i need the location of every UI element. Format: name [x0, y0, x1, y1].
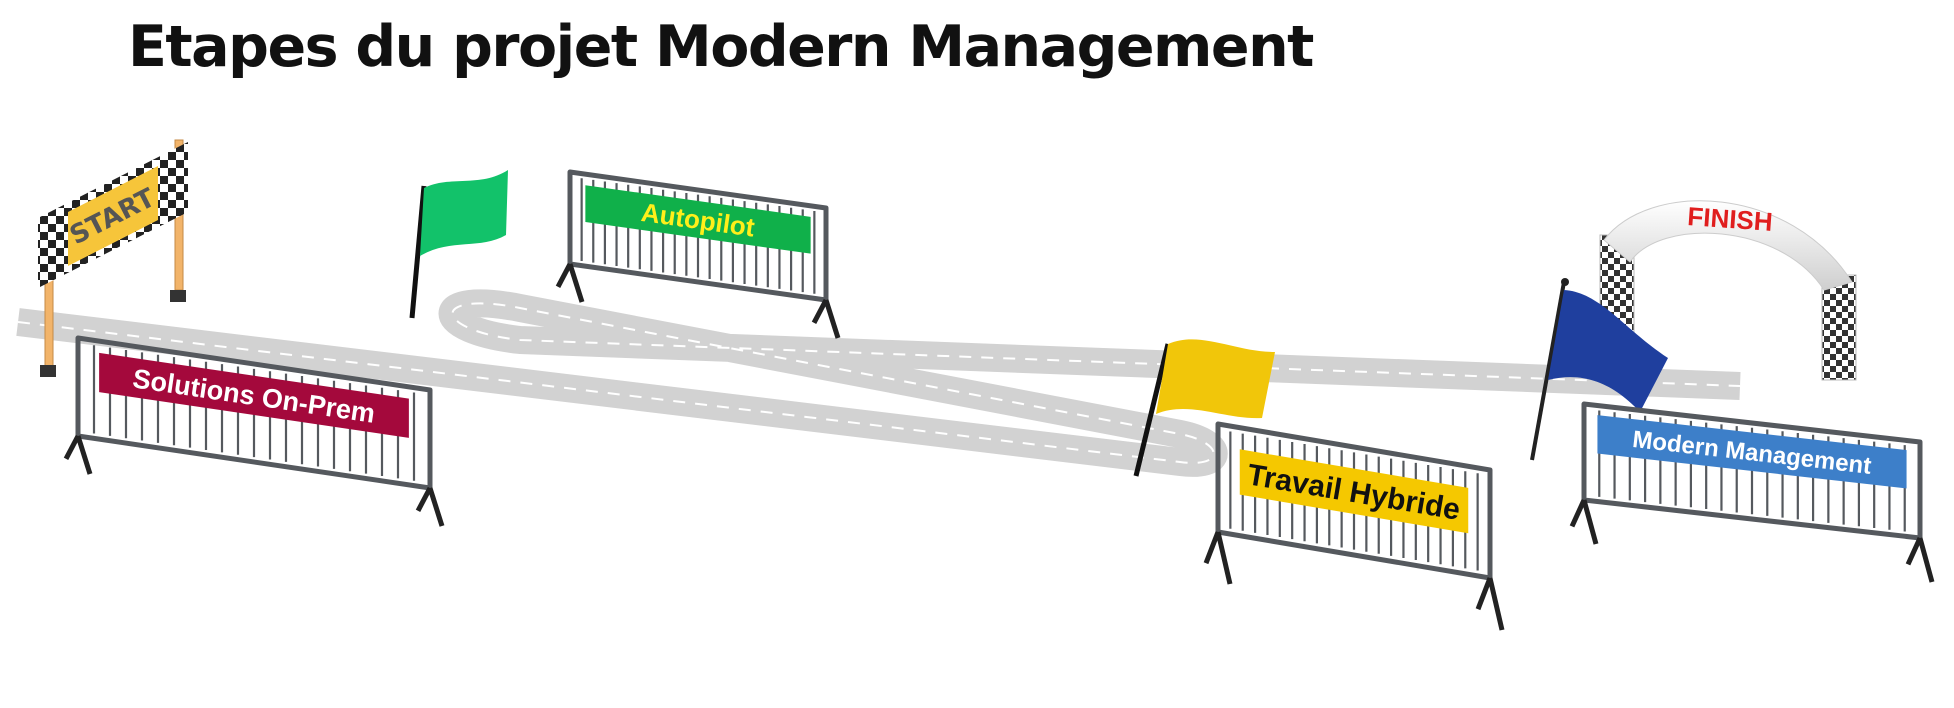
finish-arch-top [1603, 200, 1853, 291]
milestone-banner [99, 352, 409, 438]
barrier-foot [1475, 577, 1493, 611]
barrier-foot [63, 434, 81, 460]
race-road [16, 289, 1741, 477]
milestone-banner [1597, 415, 1907, 489]
start-gate: START [38, 139, 188, 377]
barrier-foot [1487, 577, 1505, 631]
barrier-foot [427, 487, 445, 527]
barrier-foot [415, 486, 433, 512]
finish-pillar-right [1821, 274, 1857, 381]
green-flag-icon [409, 170, 508, 319]
finish-label: FINISH [1687, 201, 1774, 237]
barrier-foot [555, 262, 573, 288]
barrier-foot [1215, 531, 1233, 585]
barrier-foot [567, 263, 585, 303]
blue-flag-icon [1530, 278, 1668, 461]
barrier-modern-management: Modern Management [1569, 401, 1935, 583]
barrier-foot [1917, 537, 1935, 583]
milestone-banner [1239, 449, 1469, 534]
barrier-foot [1203, 531, 1221, 565]
barrier-foot [75, 435, 93, 475]
barrier-foot [811, 298, 829, 324]
finish-arch: FINISH [1599, 200, 1857, 381]
barrier-solutions-on-prem: Solutions On-Prem [63, 335, 445, 527]
yellow-flag-icon [1133, 339, 1275, 477]
barrier-foot [1569, 498, 1587, 528]
barrier-foot [1905, 536, 1923, 566]
barrier-foot [1581, 499, 1599, 545]
barrier-foot [823, 299, 841, 339]
barrier-autopilot: Autopilot [555, 169, 841, 339]
barrier-travail-hybride: Travail Hybride [1203, 421, 1505, 631]
milestone-banner [585, 185, 811, 254]
start-banner [68, 166, 158, 266]
road-center-line [17, 302, 1741, 464]
page-title: Etapes du projet Modern Management [128, 14, 1314, 80]
